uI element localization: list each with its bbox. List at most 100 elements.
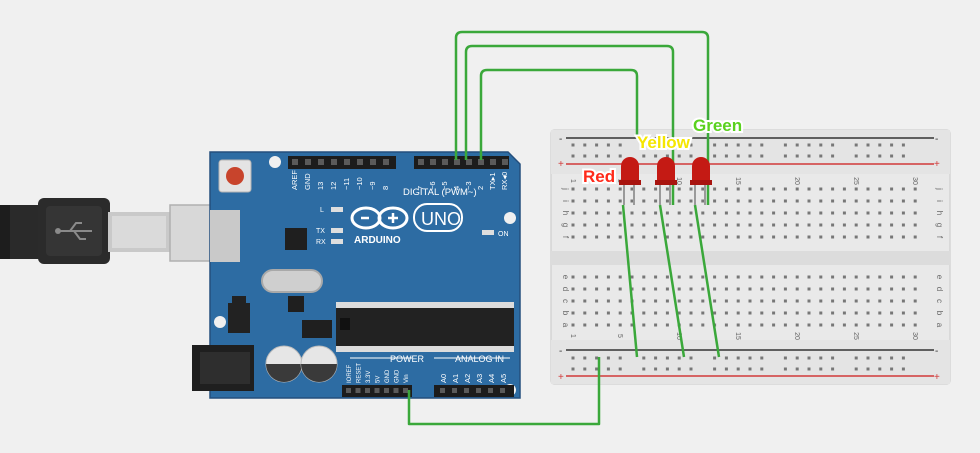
breadboard-hole[interactable]	[724, 311, 728, 315]
breadboard-hole[interactable]	[748, 187, 752, 191]
breadboard-hole[interactable]	[606, 299, 610, 303]
breadboard-hole[interactable]	[901, 311, 905, 315]
breadboard-hole[interactable]	[831, 199, 835, 203]
breadboard-hole[interactable]	[831, 143, 835, 147]
breadboard-hole[interactable]	[618, 143, 622, 147]
breadboard-hole[interactable]	[571, 154, 575, 158]
breadboard-hole[interactable]	[783, 275, 787, 279]
breadboard-hole[interactable]	[642, 287, 646, 291]
breadboard-hole[interactable]	[831, 275, 835, 279]
header-pin[interactable]	[355, 388, 361, 393]
breadboard-hole[interactable]	[583, 287, 587, 291]
breadboard-hole[interactable]	[866, 223, 870, 227]
breadboard-hole[interactable]	[831, 235, 835, 239]
breadboard-hole[interactable]	[583, 275, 587, 279]
breadboard-hole[interactable]	[595, 299, 599, 303]
breadboard-hole[interactable]	[748, 223, 752, 227]
wire-yellow-led-rail[interactable]	[658, 204, 686, 358]
header-pin[interactable]	[466, 159, 472, 165]
breadboard-hole[interactable]	[772, 287, 776, 291]
breadboard-hole[interactable]	[819, 187, 823, 191]
breadboard-hole[interactable]	[890, 287, 894, 291]
breadboard-hole[interactable]	[677, 187, 681, 191]
breadboard-hole[interactable]	[854, 223, 858, 227]
breadboard-hole[interactable]	[724, 275, 728, 279]
breadboard-hole[interactable]	[819, 356, 823, 360]
breadboard-hole[interactable]	[630, 223, 634, 227]
breadboard-hole[interactable]	[630, 211, 634, 215]
breadboard-hole[interactable]	[606, 143, 610, 147]
breadboard-hole[interactable]	[595, 199, 599, 203]
breadboard-hole[interactable]	[748, 299, 752, 303]
breadboard-hole[interactable]	[760, 356, 764, 360]
breadboard-hole[interactable]	[748, 199, 752, 203]
breadboard-hole[interactable]	[618, 199, 622, 203]
breadboard-hole[interactable]	[795, 223, 799, 227]
breadboard-hole[interactable]	[878, 299, 882, 303]
breadboard-hole[interactable]	[713, 367, 717, 371]
breadboard-hole[interactable]	[618, 154, 622, 158]
breadboard-hole[interactable]	[724, 223, 728, 227]
breadboard-hole[interactable]	[583, 199, 587, 203]
breadboard-hole[interactable]	[606, 367, 610, 371]
breadboard-hole[interactable]	[807, 367, 811, 371]
breadboard-hole[interactable]	[772, 311, 776, 315]
usb-cable[interactable]	[0, 198, 219, 264]
breadboard-hole[interactable]	[878, 199, 882, 203]
breadboard-hole[interactable]	[654, 199, 658, 203]
breadboard-hole[interactable]	[783, 356, 787, 360]
breadboard-hole[interactable]	[878, 287, 882, 291]
breadboard-hole[interactable]	[571, 211, 575, 215]
breadboard-hole[interactable]	[665, 154, 669, 158]
breadboard-hole[interactable]	[701, 275, 705, 279]
breadboard-hole[interactable]	[583, 154, 587, 158]
breadboard-hole[interactable]	[878, 211, 882, 215]
header-pin[interactable]	[476, 388, 481, 393]
breadboard-hole[interactable]	[807, 287, 811, 291]
breadboard-hole[interactable]	[606, 311, 610, 315]
breadboard-hole[interactable]	[583, 367, 587, 371]
wire-green-led-rail[interactable]	[693, 204, 721, 358]
breadboard-hole[interactable]	[772, 235, 776, 239]
header-pin[interactable]	[478, 159, 484, 165]
breadboard-hole[interactable]	[819, 235, 823, 239]
breadboard-hole[interactable]	[571, 311, 575, 315]
breadboard-hole[interactable]	[783, 299, 787, 303]
breadboard-hole[interactable]	[583, 223, 587, 227]
breadboard-hole[interactable]	[842, 235, 846, 239]
breadboard-hole[interactable]	[701, 199, 705, 203]
breadboard-hole[interactable]	[618, 299, 622, 303]
breadboard-hole[interactable]	[795, 287, 799, 291]
breadboard-hole[interactable]	[760, 199, 764, 203]
breadboard-hole[interactable]	[890, 311, 894, 315]
breadboard-hole[interactable]	[890, 367, 894, 371]
breadboard-hole[interactable]	[819, 275, 823, 279]
breadboard-hole[interactable]	[842, 187, 846, 191]
breadboard-hole[interactable]	[783, 154, 787, 158]
breadboard-hole[interactable]	[642, 187, 646, 191]
breadboard-hole[interactable]	[642, 143, 646, 147]
breadboard-hole[interactable]	[665, 311, 669, 315]
breadboard-hole[interactable]	[819, 223, 823, 227]
breadboard-hole[interactable]	[866, 275, 870, 279]
header-pin[interactable]	[346, 388, 351, 393]
breadboard-hole[interactable]	[831, 323, 835, 327]
breadboard-hole[interactable]	[689, 154, 693, 158]
breadboard-hole[interactable]	[748, 143, 752, 147]
breadboard-hole[interactable]	[760, 143, 764, 147]
breadboard-hole[interactable]	[665, 223, 669, 227]
breadboard-hole[interactable]	[819, 287, 823, 291]
breadboard-hole[interactable]	[606, 223, 610, 227]
breadboard-hole[interactable]	[890, 323, 894, 327]
breadboard-hole[interactable]	[571, 323, 575, 327]
breadboard-hole[interactable]	[736, 211, 740, 215]
breadboard-hole[interactable]	[795, 367, 799, 371]
breadboard-hole[interactable]	[854, 235, 858, 239]
breadboard-hole[interactable]	[654, 187, 658, 191]
breadboard-hole[interactable]	[736, 223, 740, 227]
breadboard-hole[interactable]	[571, 287, 575, 291]
breadboard-hole[interactable]	[642, 235, 646, 239]
breadboard-hole[interactable]	[665, 199, 669, 203]
breadboard-hole[interactable]	[583, 143, 587, 147]
